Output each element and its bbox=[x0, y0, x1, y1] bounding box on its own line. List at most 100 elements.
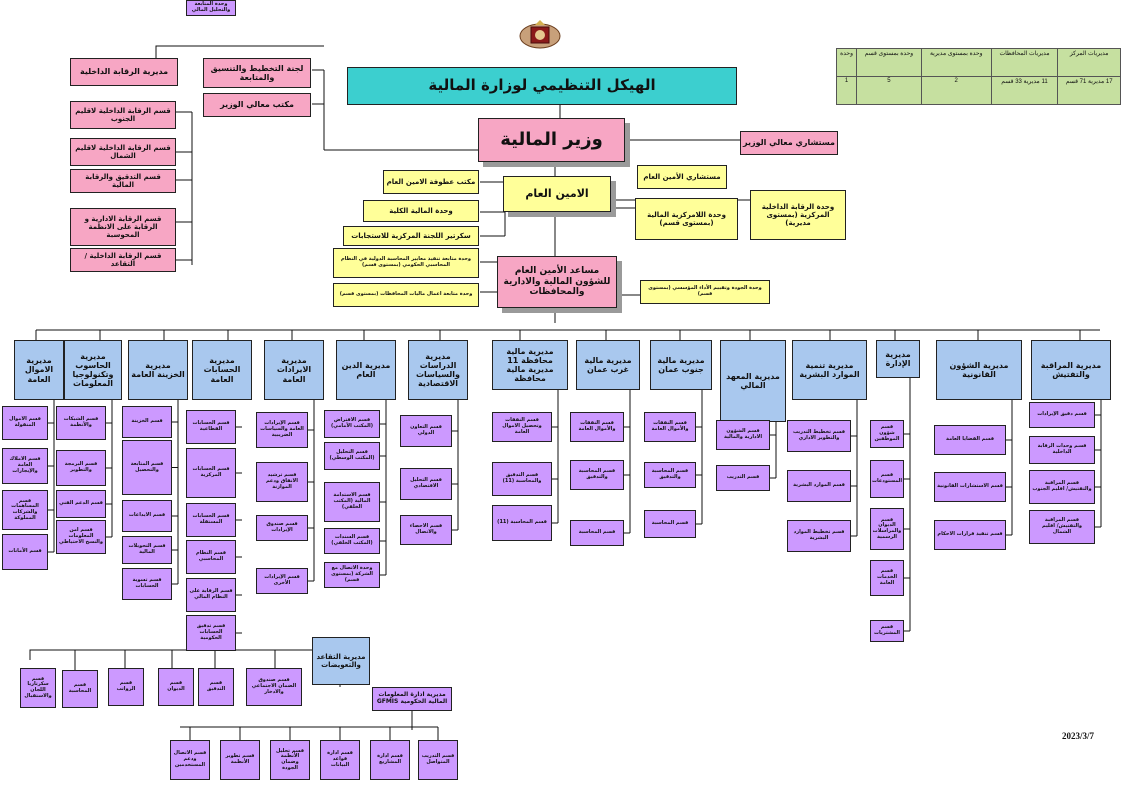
page-title: الهيكل التنظيمي لوزارة المالية bbox=[347, 67, 737, 105]
retirement-section-box: قسم الرواتب bbox=[108, 668, 144, 706]
directorate-box: مديرية الدين العام bbox=[336, 340, 396, 400]
assistant-sg-box: مساعد الأمين العام للشؤون المالية والادا… bbox=[497, 256, 617, 308]
section-box: قسم تسوية الحسابات bbox=[122, 568, 172, 600]
retirement-section-box: قسم صندوق الضمان الاجتماعي والادخار bbox=[246, 668, 302, 706]
governorate-accounts-unit-box: وحدة متابعة اعمال ماليات المحافظات (بمست… bbox=[333, 283, 479, 307]
planning-committee-box: لجنة التخطيط والتنسيق والمتابعة bbox=[203, 58, 311, 88]
directorate-box: مديرية المعهد المالي bbox=[720, 340, 786, 422]
section-box: وحدة الاتصال مع الشركة (بمستوى قسم) bbox=[324, 562, 380, 588]
directorate-box: مديرية الخزينة العامة bbox=[128, 340, 188, 400]
section-box: قسم التدريب bbox=[716, 465, 770, 491]
stats-header: وحدة bbox=[835, 48, 858, 77]
gfmis-directorate-box: مديرية ادارة المعلومات المالية الحكومية … bbox=[372, 687, 452, 711]
directorate-box: مديرية الشؤون القانونية bbox=[936, 340, 1022, 400]
section-box: قسم الإيرادات العامة والسياسات الضريبية bbox=[256, 412, 308, 448]
section-box: قسم النفقات وتحصيل الاموال العامة bbox=[492, 412, 552, 442]
section-box: قسم تخطيط التدريب والتطوير الاداري bbox=[787, 420, 851, 452]
gfmis-section-box: قسم تطوير الأنظمة bbox=[220, 740, 260, 780]
section-box: قسم التحليل (المكتب الوسطي) bbox=[324, 442, 380, 470]
section-box: قسم تدقيق الحسابات الحكومية bbox=[186, 615, 236, 651]
ipsas-unit-box: وحدة متابعة تنفيذ معايير المحاسبة الدولي… bbox=[333, 248, 479, 278]
section-box: قسم الديوان والمراسلات الرسمية bbox=[870, 508, 904, 550]
retirement-section-box: قسم المحاسبة bbox=[62, 670, 98, 708]
directorate-box: مديرية الحسابات العامة bbox=[192, 340, 252, 400]
section-box: قسم المحاسبة والتدقيق bbox=[570, 460, 624, 490]
audit-section-box: قسم الرقابة الداخلية لاقليم الجنوب bbox=[70, 101, 176, 129]
stats-header: مديريات المحافظات bbox=[990, 48, 1059, 77]
section-box: قسم الدعم الفني bbox=[56, 490, 106, 518]
section-box: قسم الاستشارات القانونية bbox=[934, 472, 1006, 502]
jordan-emblem-icon bbox=[519, 20, 561, 49]
stats-header: وحدة بمستوى مديرية bbox=[920, 48, 992, 77]
section-box: قسم الشبكات والأنظمة bbox=[56, 406, 106, 440]
tender-secretariat-box: سكرتير اللجنة المركزية للاستجابات bbox=[343, 226, 479, 246]
directorate-box: مديرية مالية جنوب عمان bbox=[650, 340, 712, 390]
section-box: قسم الحسابات القطاعية bbox=[186, 410, 236, 444]
section-box: قسم تنفيذ قرارات الاحكام bbox=[934, 520, 1006, 550]
directorate-box: مديرية الحاسوب وتكنولوجيا المعلومات bbox=[64, 340, 122, 400]
section-box: قسم التحويلات المالية bbox=[122, 536, 172, 564]
section-box: قسم دقيق الإيرادات bbox=[1029, 402, 1095, 428]
retirement-section-box: قسم سكرتاريا اللجان والاستقبال bbox=[20, 668, 56, 708]
section-box: قسم الرقابة على النظام المالي bbox=[186, 578, 236, 612]
section-box: قسم المساهمات والشركات المملوكة bbox=[2, 490, 48, 530]
stats-value: 5 bbox=[856, 76, 922, 105]
section-box: وحدة المتابعة والتحليل المالي bbox=[186, 0, 236, 16]
section-box: قسم السندات (المكتب الخلفي) bbox=[324, 528, 380, 554]
section-box: قسم المحاسبة (11) bbox=[492, 505, 552, 541]
internal-audit-directorate-box: مديرية الرقابة الداخلية bbox=[70, 58, 178, 86]
section-box: قسم الشؤون الادارية والمالية bbox=[716, 420, 770, 450]
section-box: قسم الاحصاء والاتصال bbox=[400, 515, 452, 545]
section-box: قسم المحاسبة والتدقيق bbox=[644, 462, 696, 488]
section-box: قسم المراقبة والتفتيش/ اقليم الشمال bbox=[1029, 510, 1095, 544]
macro-finance-unit-box: وحدة المالية الكلية bbox=[363, 200, 479, 222]
gfmis-section-box: قسم الاتصال ودعم المستخدمين bbox=[170, 740, 210, 780]
directorate-box: مديرية تنمية الموارد البشرية bbox=[792, 340, 867, 400]
section-box: قسم المستودعات bbox=[870, 460, 904, 498]
section-box: قسم المحاسبة bbox=[570, 520, 624, 546]
secretary-general-box: الامين العام bbox=[503, 176, 611, 212]
section-box: قسم المتابعة والتحصيل bbox=[122, 440, 172, 495]
central-audit-unit-box: وحدة الرقابة الداخلية المركزية (بمستوى م… bbox=[750, 190, 846, 240]
section-box: قسم الحسابات المستقلة bbox=[186, 503, 236, 537]
minister-advisors-box: مستشاري معالي الوزير bbox=[740, 131, 838, 155]
retirement-section-box: قسم التدقيق bbox=[198, 668, 234, 706]
section-box: قسم المراقبة والتفتيش/ اقليم الجنوب bbox=[1029, 470, 1095, 504]
stats-header: وحدة بمستوى قسم bbox=[856, 48, 922, 77]
directorate-box: مديرية المراقبة والتفتيش bbox=[1031, 340, 1111, 400]
gfmis-section-box: قسم التدريب المتواصل bbox=[418, 740, 458, 780]
gfmis-section-box: قسم ادارة المشاريع bbox=[370, 740, 410, 780]
section-box: قسم وحدات الرقابة الداخلية bbox=[1029, 436, 1095, 464]
directorate-box: مديرية الايرادات العامة bbox=[264, 340, 324, 400]
stats-value: 11 مديرية 33 قسم bbox=[990, 76, 1059, 105]
directorate-box: مديرية مالية محافظة 11 مديرية مالية محاف… bbox=[492, 340, 568, 390]
section-box: قسم الإيرادات الأخرى bbox=[256, 568, 308, 594]
directorate-box: مديرية مالية غرب عمان bbox=[576, 340, 640, 390]
section-box: قسم الموارد البشرية bbox=[787, 470, 851, 502]
directorate-box: مديرية الاموال العامة bbox=[14, 340, 64, 400]
section-box: قسم الاستدامة المالية (المكتب الخلفي) bbox=[324, 482, 380, 522]
gfmis-section-box: قسم تحليل الأنظمة وضمان الجودة bbox=[270, 740, 310, 780]
statistics-table: مديريات المركز مديريات المحافظات وحدة بم… bbox=[835, 48, 1121, 105]
section-box: قسم الأمانات bbox=[2, 534, 48, 570]
date-label: 2023/3/7 bbox=[1062, 731, 1095, 741]
section-box: قسم تخطيط الموارد البشرية bbox=[787, 520, 851, 552]
decentralization-unit-box: وحدة اللامركزية المالية (بمستوى قسم) bbox=[635, 198, 738, 240]
section-box: قسم المشتريات bbox=[870, 620, 904, 642]
minister-office-box: مكتب معالي الوزير bbox=[203, 93, 311, 117]
section-box: قسم الاملاك العامة والإيجارات bbox=[2, 448, 48, 484]
audit-section-box: قسم التدقيق والرقابة المالية bbox=[70, 169, 176, 193]
sg-office-box: مكتب عطوفة الامين العام bbox=[383, 170, 479, 194]
section-box: قسم شؤون الموظفين bbox=[870, 420, 904, 448]
sg-advisors-box: مستشاري الأمين العام bbox=[637, 165, 727, 189]
stats-value: 1 bbox=[835, 76, 858, 105]
stats-value: 17 مديرية 71 قسم bbox=[1057, 76, 1121, 105]
section-box: قسم الاقتراض (المكتب الأمامي) bbox=[324, 410, 380, 438]
section-box: قسم التدقيق والمحاسبة (11) bbox=[492, 462, 552, 496]
section-box: قسم البرمجة والتطوير bbox=[56, 450, 106, 486]
retirement-directorate-box: مديرية التقاعد والتعويضات bbox=[312, 637, 370, 685]
minister-box: وزير المالية bbox=[478, 118, 625, 162]
section-box: قسم امن المعلومات والنسخ الاحتياطي bbox=[56, 520, 106, 554]
section-box: قسم الاموال المنقولة bbox=[2, 406, 48, 440]
audit-section-box: قسم الرقابة الادارية و الرقابة على الانظ… bbox=[70, 208, 176, 246]
